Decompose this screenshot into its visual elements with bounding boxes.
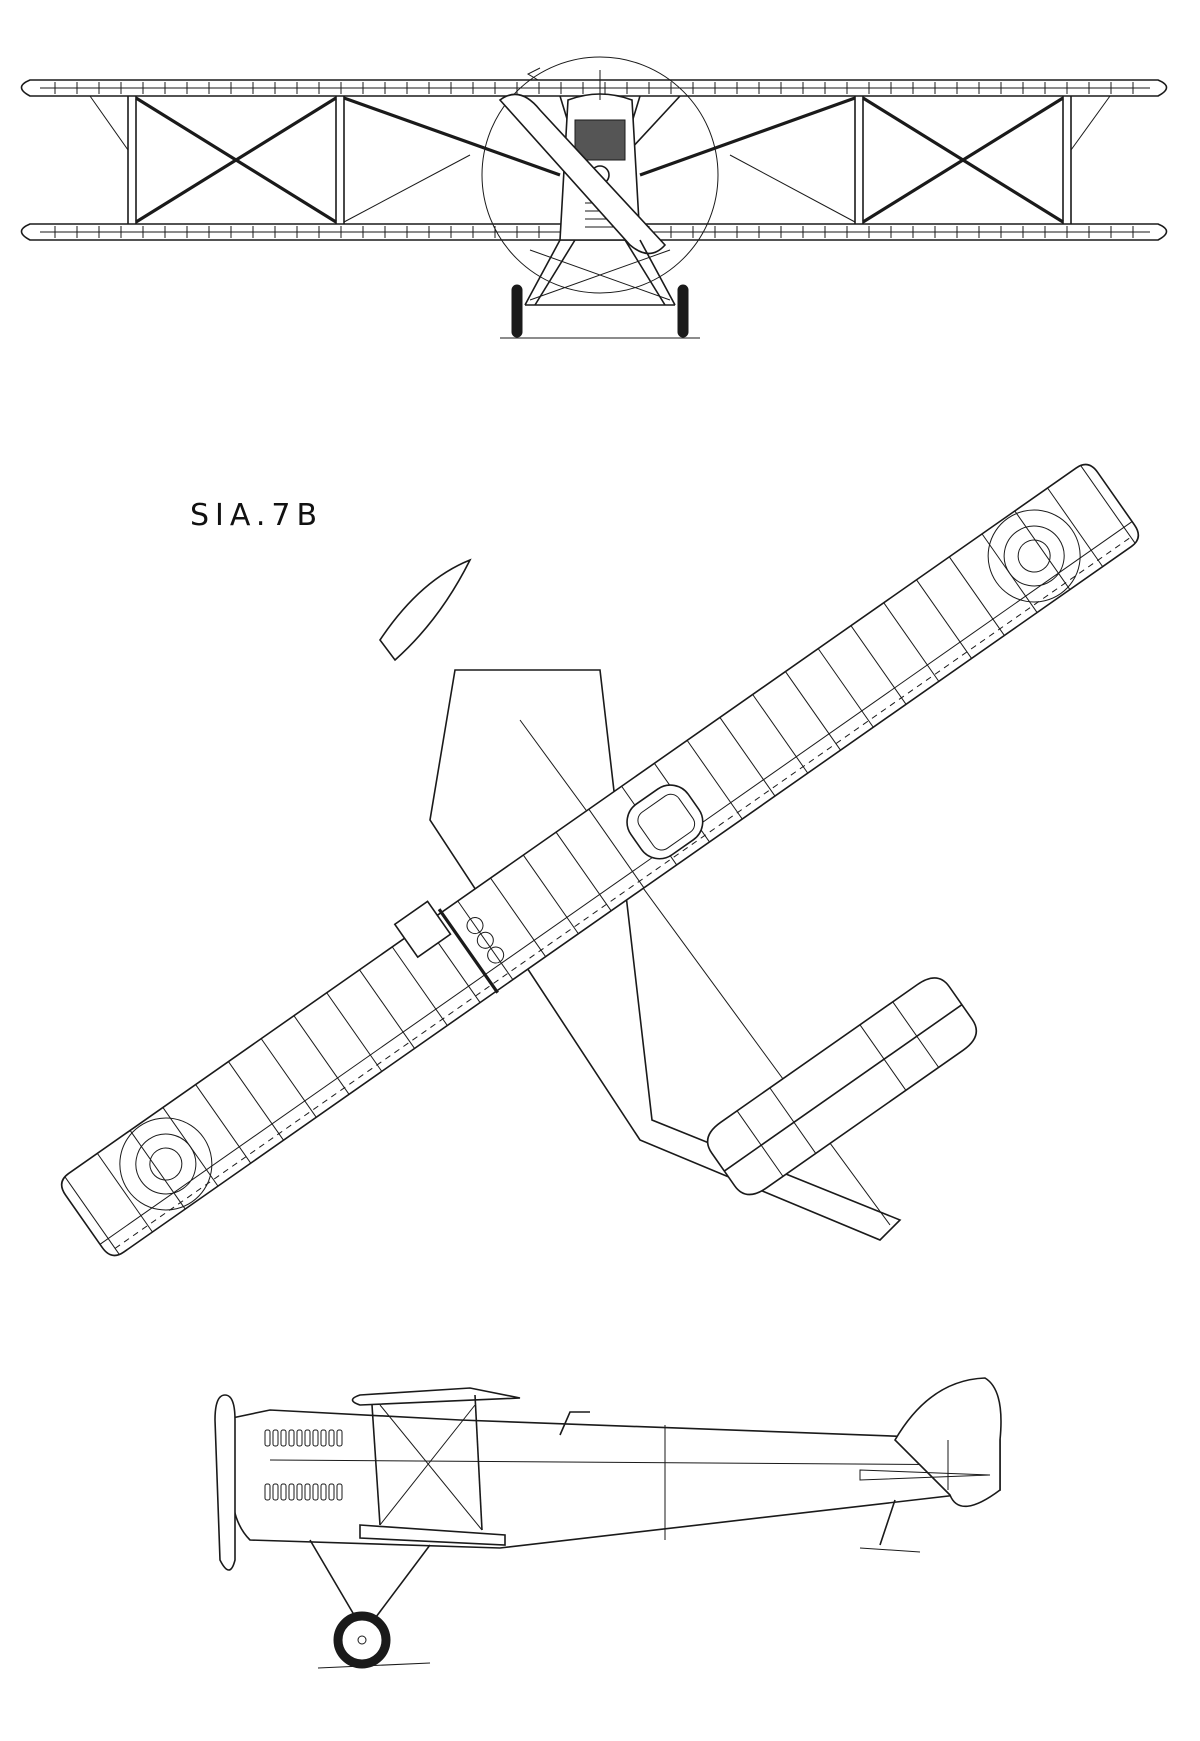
top-engine-block	[393, 900, 452, 959]
front-radiator-grille	[574, 119, 626, 161]
side-tailplane	[859, 1469, 991, 1481]
side-engine-louvres	[264, 1429, 343, 1501]
rib-line	[391, 946, 448, 1026]
side-view	[214, 1377, 1002, 1669]
louvre-slot	[328, 1483, 335, 1501]
rib-line	[293, 1015, 350, 1095]
front-propeller-blade	[498, 93, 667, 255]
rib-line	[1047, 487, 1104, 567]
louvre-slot	[312, 1483, 319, 1501]
side-upper-wing	[351, 1387, 521, 1406]
louvre-slot	[320, 1429, 327, 1447]
rib-line	[359, 969, 415, 1049]
rib-line	[948, 556, 1005, 636]
front-landing-gear	[500, 239, 700, 339]
rib-line	[326, 992, 383, 1072]
louvre-slot	[288, 1429, 295, 1447]
side-wheel	[333, 1611, 391, 1669]
rib-line	[457, 900, 514, 980]
louvre-slot	[320, 1483, 327, 1501]
louvre-slot	[264, 1483, 271, 1501]
rib-line	[555, 831, 612, 912]
louvre-slot	[280, 1483, 287, 1501]
rib-line	[686, 740, 743, 820]
top-tailplane	[706, 977, 978, 1196]
top-engine	[437, 908, 505, 994]
side-lower-wing	[359, 1524, 506, 1546]
front-right-wheel	[677, 284, 689, 338]
louvre-slot	[336, 1429, 343, 1447]
side-landing-gear	[309, 1539, 431, 1669]
rib-line	[883, 602, 940, 682]
front-rotation-arrow	[526, 67, 541, 81]
side-interplane-struts	[371, 1394, 483, 1531]
front-bracing-wires	[135, 96, 1064, 224]
rib-line	[228, 1061, 284, 1141]
front-interplane-struts	[89, 95, 1111, 224]
louvre-slot	[272, 1483, 279, 1501]
rib-line	[64, 1176, 121, 1256]
rib-line	[490, 877, 547, 957]
rib-line	[785, 671, 841, 751]
louvre-slot	[336, 1483, 343, 1501]
rib-line	[1014, 510, 1071, 590]
rib-line	[260, 1038, 317, 1118]
top-view	[60, 463, 1140, 1257]
louvre-slot	[312, 1429, 319, 1447]
rib-line	[195, 1084, 252, 1164]
rib-line	[96, 1153, 153, 1233]
louvre-slot	[264, 1429, 271, 1447]
louvre-slot	[280, 1429, 287, 1447]
rib-line	[916, 579, 972, 659]
rib-line	[588, 808, 645, 889]
rib-line	[1079, 464, 1136, 544]
louvre-slot	[296, 1483, 303, 1501]
rib-line	[850, 625, 907, 705]
rib-line	[752, 694, 809, 774]
side-tail-skid	[879, 1499, 896, 1546]
side-propeller	[214, 1394, 236, 1571]
rib-line	[817, 648, 874, 728]
top-cockpit	[626, 784, 704, 860]
front-left-wheel	[511, 284, 523, 338]
louvre-slot	[304, 1429, 311, 1447]
side-windscreen	[559, 1411, 590, 1436]
rib-line	[129, 1130, 186, 1210]
top-main-wing	[60, 463, 1140, 1257]
top-roundel-left	[119, 1117, 213, 1211]
louvre-slot	[272, 1429, 279, 1447]
top-roundel-right	[987, 509, 1081, 603]
front-upper-wing	[20, 79, 1168, 97]
rib-line	[719, 717, 776, 797]
louvre-slot	[288, 1483, 295, 1501]
louvre-slot	[304, 1483, 311, 1501]
louvre-slot	[328, 1429, 335, 1447]
rib-line	[522, 854, 579, 935]
front-propeller-disc	[481, 56, 719, 294]
top-propeller	[379, 558, 472, 662]
louvre-slot	[296, 1429, 303, 1447]
front-view	[20, 56, 1168, 339]
front-upper-wing-ribs	[54, 82, 1134, 94]
aircraft-designation-label: SIA.7B	[190, 498, 324, 533]
